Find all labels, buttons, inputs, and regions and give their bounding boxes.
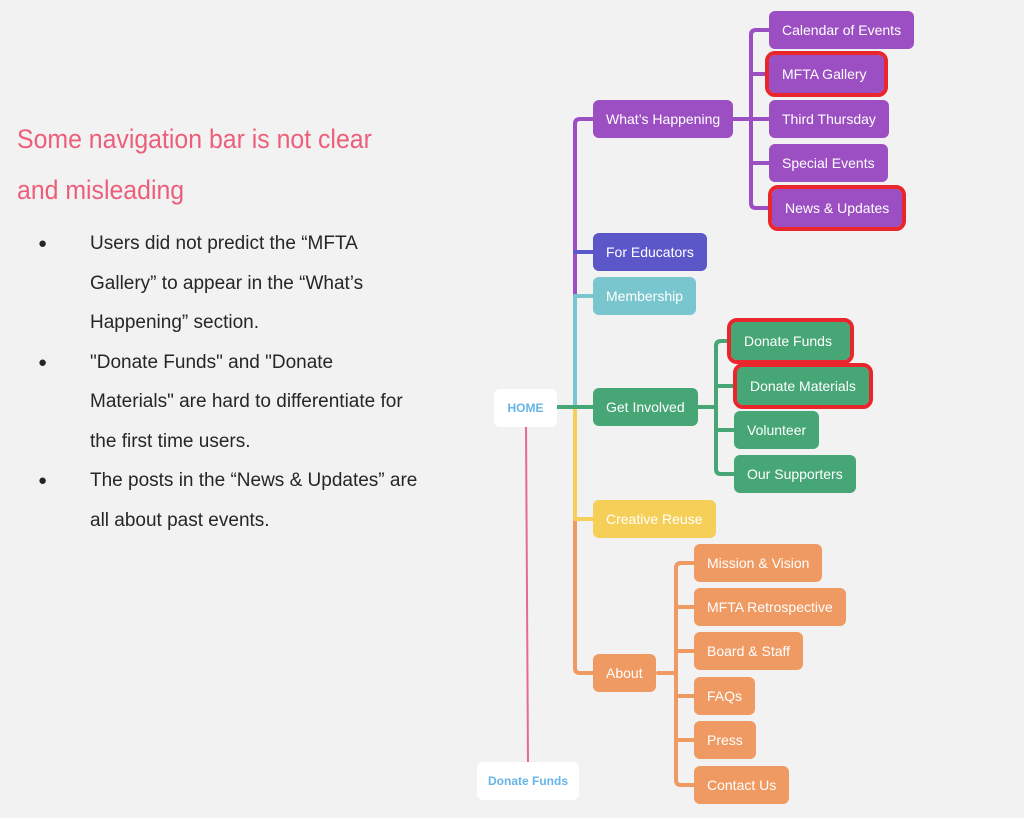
nav-volunteer[interactable]: Volunteer	[734, 411, 820, 449]
finding-text: Users did not predict the “MFTA Gallery”…	[90, 233, 364, 333]
home-node[interactable]: HOME	[494, 389, 557, 427]
bullet-dot: ●	[38, 353, 48, 371]
slide-title: Some navigation bar is not clear and mis…	[17, 124, 372, 205]
bullet-dot: ●	[38, 472, 48, 489]
nav-faqs[interactable]: FAQs	[694, 677, 756, 715]
nav-mfta-retrospective[interactable]: MFTA Retrospective	[694, 588, 846, 626]
nav-calendar-of-events[interactable]: Calendar of Events	[769, 11, 915, 49]
nav-about[interactable]: About	[593, 654, 656, 692]
nav-membership[interactable]: Membership	[593, 277, 697, 315]
finding-text: "Donate Funds" and "Donate Materials" ar…	[90, 351, 403, 452]
nav-board-staff[interactable]: Board & Staff	[694, 632, 804, 670]
bracket-about	[674, 561, 696, 787]
connector-home-donate	[525, 424, 529, 765]
nav-our-supporters[interactable]: Our Supporters	[734, 455, 856, 493]
nav-press[interactable]: Press	[694, 721, 756, 759]
findings-list: ● Users did not predict the “MFTA Galler…	[38, 224, 418, 540]
trunk-orange	[573, 517, 595, 675]
nav-special-events[interactable]: Special Events	[769, 144, 888, 182]
finding-item: ● "Donate Funds" and "Donate Materials" …	[38, 343, 418, 462]
bracket-get-involved	[714, 339, 736, 476]
nav-for-educators[interactable]: For Educators	[593, 233, 707, 271]
nav-donate-materials[interactable]: Donate Materials	[733, 363, 873, 409]
nav-third-thursday[interactable]: Third Thursday	[769, 100, 889, 138]
nav-mission-vision[interactable]: Mission & Vision	[694, 544, 823, 582]
finding-text: The posts in the “News & Updates” are al…	[90, 470, 418, 531]
bullet-dot: ●	[38, 235, 48, 252]
nav-creative-reuse[interactable]: Creative Reuse	[593, 500, 716, 538]
nav-whats-happening[interactable]: What’s Happening	[593, 100, 734, 138]
finding-item: ● The posts in the “News & Updates” are …	[38, 461, 418, 540]
trunk-purple	[573, 117, 595, 298]
nav-mfta-gallery[interactable]: MFTA Gallery	[765, 51, 888, 97]
nav-news-updates[interactable]: News & Updates	[767, 185, 907, 231]
nav-contact-us[interactable]: Contact Us	[694, 766, 790, 804]
nav-donate-funds[interactable]: Donate Funds	[727, 318, 854, 364]
finding-item: ● Users did not predict the “MFTA Galler…	[38, 224, 418, 343]
nav-get-involved[interactable]: Get Involved	[593, 388, 698, 426]
footer-donate-funds-node[interactable]: Donate Funds	[477, 762, 579, 800]
